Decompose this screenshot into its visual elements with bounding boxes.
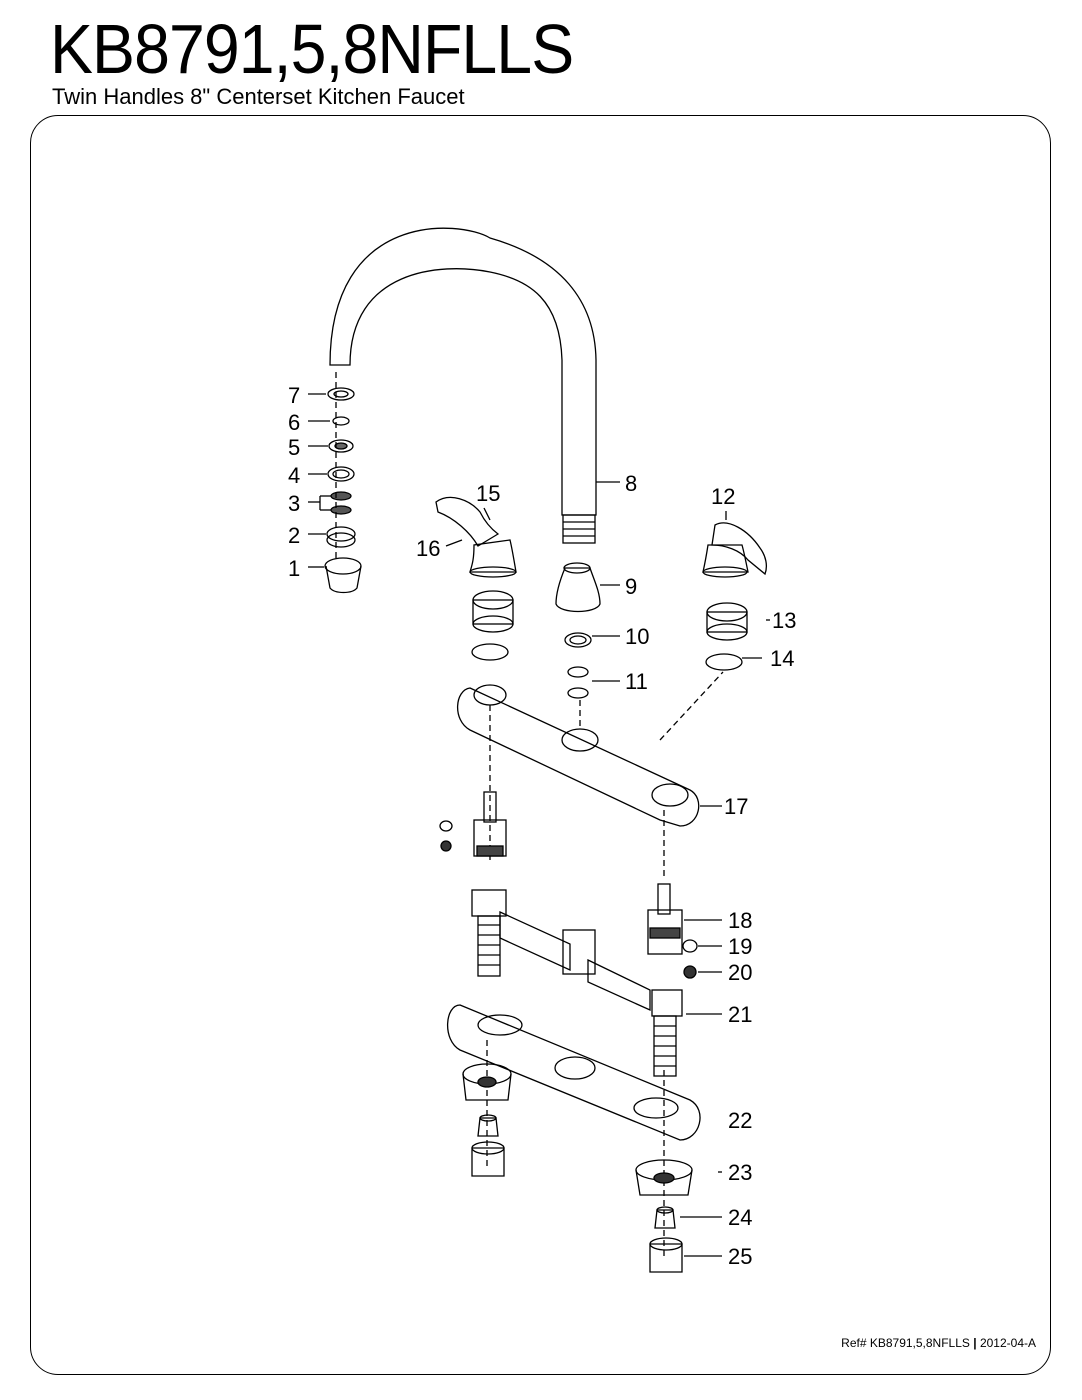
revision-date: 2012-04-A <box>979 1336 1036 1350</box>
callout-16: 16 <box>416 536 440 561</box>
spout-tube <box>329 227 597 544</box>
base-gasket <box>447 1004 701 1141</box>
valve-body <box>471 889 683 1077</box>
callout-13: 13 <box>772 608 796 633</box>
callout-23: 23 <box>728 1160 752 1185</box>
callout-labels: 7 6 5 4 3 2 1 8 15 16 12 9 10 11 13 14 1… <box>288 383 796 1269</box>
right-mounting-hardware <box>635 1159 693 1273</box>
alignment-lines <box>335 372 724 1260</box>
product-subtitle: Twin Handles 8" Centerset Kitchen Faucet <box>52 84 465 109</box>
right-bonnet <box>705 602 748 671</box>
left-mounting-hardware <box>462 1063 512 1177</box>
callout-24: 24 <box>728 1205 752 1230</box>
callout-4: 4 <box>288 463 300 488</box>
callout-12: 12 <box>711 484 735 509</box>
reference-footer: Ref# KB8791,5,8NFLLS | 2012-04-A <box>841 1336 1036 1350</box>
callout-18: 18 <box>728 908 752 933</box>
leader-lines <box>308 393 770 1257</box>
callout-22: 22 <box>728 1108 752 1133</box>
callout-10: 10 <box>625 624 649 649</box>
right-handle <box>702 522 767 578</box>
callout-1: 1 <box>288 556 300 581</box>
callout-14: 14 <box>770 646 794 671</box>
callout-19: 19 <box>728 934 752 959</box>
reference-number: Ref# KB8791,5,8NFLLS <box>841 1336 970 1350</box>
callout-17: 17 <box>724 794 748 819</box>
left-bonnet <box>471 590 514 661</box>
callout-7: 7 <box>288 383 300 408</box>
reference-separator: | <box>973 1336 977 1350</box>
left-cartridge <box>439 791 507 857</box>
callout-5: 5 <box>288 435 300 460</box>
callout-2: 2 <box>288 523 300 548</box>
callout-15: 15 <box>476 481 500 506</box>
callout-21: 21 <box>728 1002 752 1027</box>
left-handle <box>435 496 517 578</box>
callout-6: 6 <box>288 410 300 435</box>
callout-25: 25 <box>728 1244 752 1269</box>
callout-3: 3 <box>288 491 300 516</box>
diagram-frame <box>30 115 1051 1375</box>
aerator-stack <box>324 387 362 594</box>
top-plate <box>457 684 700 827</box>
callout-11: 11 <box>625 669 648 694</box>
callout-9: 9 <box>625 574 637 599</box>
model-title: KB8791,5,8NFLLS <box>50 10 574 88</box>
callout-8: 8 <box>625 471 637 496</box>
callout-20: 20 <box>728 960 752 985</box>
spout-base <box>555 562 601 699</box>
right-cartridge <box>647 883 698 979</box>
